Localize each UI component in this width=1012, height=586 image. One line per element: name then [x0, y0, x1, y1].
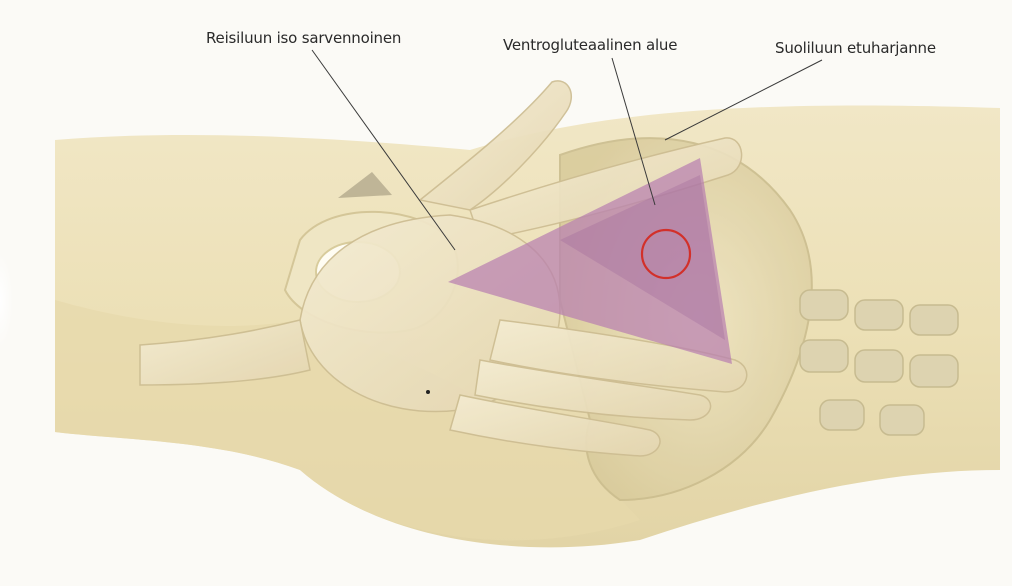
label-ventrogluteal-area: Ventrogluteaalinen alue [503, 36, 677, 54]
marker-dot [426, 390, 430, 394]
label-greater-trochanter: Reisiluun iso sarvennoinen [206, 29, 401, 47]
fade-left [0, 100, 110, 500]
label-iliac-spine: Suoliluun etuharjanne [775, 39, 936, 57]
